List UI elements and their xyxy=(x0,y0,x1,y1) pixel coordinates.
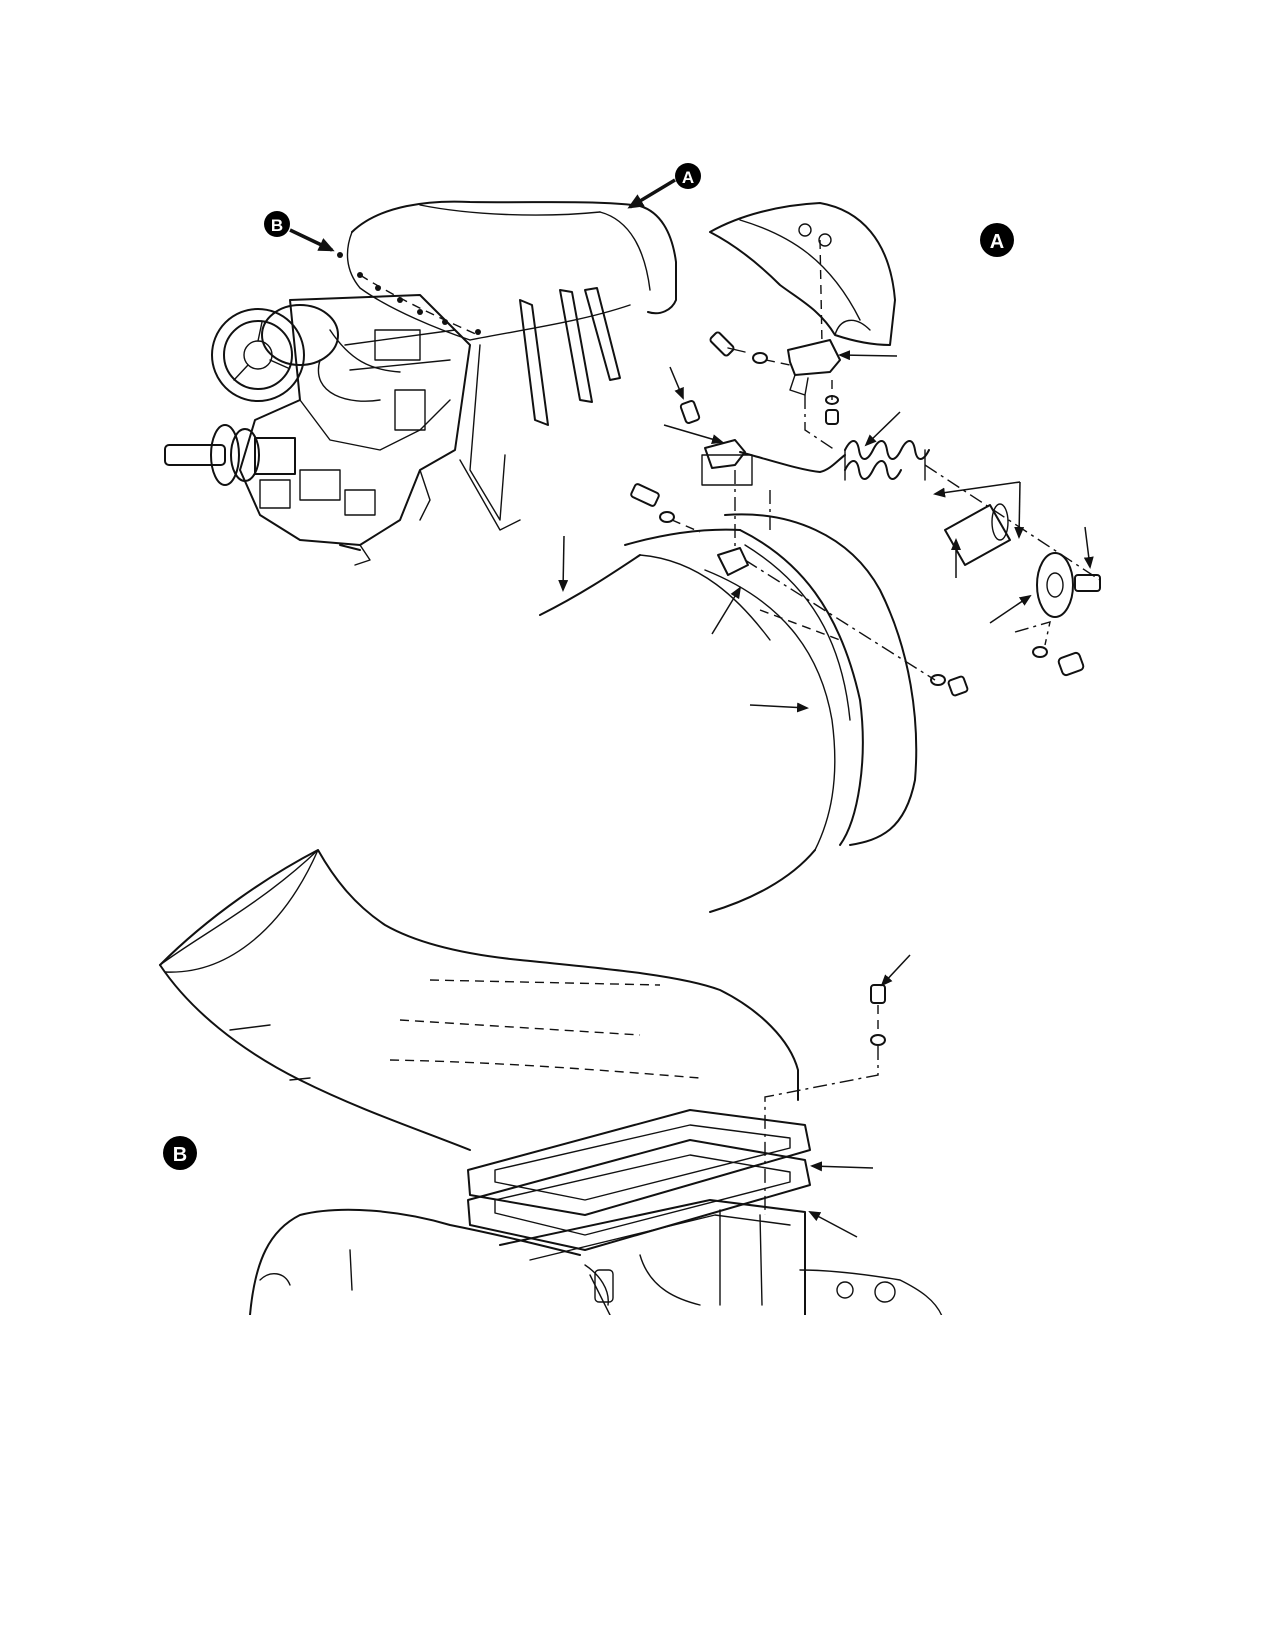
callout-badge-b-small: B xyxy=(264,211,290,237)
detail-a-badge-label: A xyxy=(990,231,1004,253)
detail-a-badge: A xyxy=(980,223,1014,257)
callout-badge-b-small-label: B xyxy=(271,216,283,235)
engine-overview xyxy=(164,178,677,566)
callout-badge-a-small: A xyxy=(675,163,701,189)
detail-b-badge-label: B xyxy=(173,1144,187,1166)
callout-badge-a-small-label: A xyxy=(682,168,694,187)
detail-b-badge: B xyxy=(163,1136,197,1170)
detail-a-assembly xyxy=(539,202,1101,913)
detail-b-assembly xyxy=(159,849,946,1317)
